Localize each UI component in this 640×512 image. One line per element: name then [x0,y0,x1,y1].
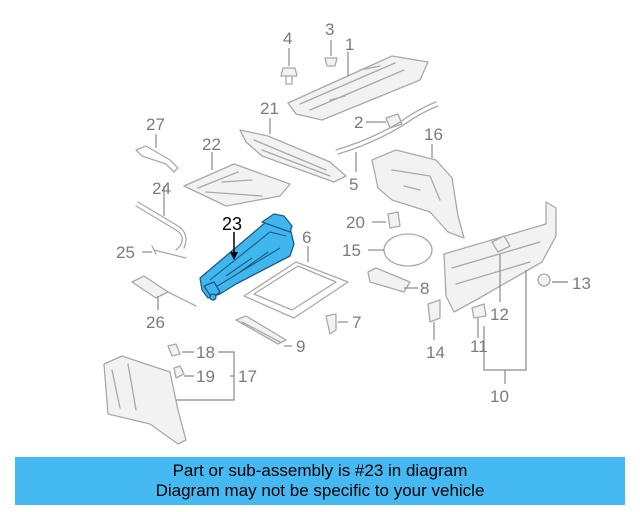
part-14-clip [427,299,441,340]
part-26-tool [131,275,197,310]
callout-8: 8 [420,279,429,298]
callout-27: 27 [146,115,165,134]
part-2-clip [372,113,403,129]
callout-2: 2 [354,113,363,132]
part-9-tray [235,315,292,347]
callout-3: 3 [325,20,334,39]
part-8-lamp [367,267,418,293]
callout-16: 16 [424,125,443,144]
callout-19: 19 [196,367,215,386]
part-10-rear-panel [443,201,557,384]
part-25-bolt [142,245,187,259]
callout-7: 7 [352,313,361,332]
banner-line-2: Diagram may not be specific to your vehi… [155,481,485,500]
callout-12: 12 [490,305,509,324]
callout-15: 15 [342,241,361,260]
callout-11: 11 [470,337,488,356]
part-22-floor-cover [183,152,291,207]
callout-5: 5 [349,175,358,194]
callout-6: 6 [302,228,311,247]
callout-13: 13 [572,274,591,293]
part-20-clip [372,211,401,229]
info-banner: Part or sub-assembly is #23 in diagram D… [15,457,625,505]
part-17-side-panel [103,343,235,445]
callout-9: 9 [296,337,305,356]
callout-23: 23 [222,214,242,234]
callout-14: 14 [426,343,445,362]
banner-line-1: Part or sub-assembly is #23 in diagram [172,461,468,480]
callout-labels: 1 2 3 4 5 6 7 8 9 10 11 12 13 14 15 16 1… [116,20,591,406]
part-16-side-trim [371,144,465,239]
callout-20: 20 [346,213,365,232]
part-21-panel [239,118,347,183]
callout-17: 17 [238,367,257,386]
part-6-trunk-mat [243,246,349,319]
callout-21: 21 [260,99,279,118]
part-27-wrench [135,134,179,173]
callout-10: 10 [490,387,509,406]
callout-4: 4 [283,29,292,48]
callout-25: 25 [116,243,135,262]
callout-26: 26 [146,313,165,332]
callout-18: 18 [196,343,215,362]
callout-24: 24 [152,179,171,198]
part-5-trim-strip [335,101,439,172]
part-3-clip [324,40,338,67]
part-13-grommet [537,273,568,287]
callout-1: 1 [345,35,354,54]
callout-22: 22 [202,135,221,154]
part-4-push-pin [280,48,298,85]
part-1-parcel-shelf [287,52,429,121]
part-23-jack [199,213,295,301]
parts-diagram: 1 2 3 4 5 6 7 8 9 10 11 12 13 14 15 16 1… [103,20,591,445]
part-24-lug-wrench [135,186,187,251]
part-7-clip [325,313,348,335]
part-15-round-cover [368,233,433,267]
